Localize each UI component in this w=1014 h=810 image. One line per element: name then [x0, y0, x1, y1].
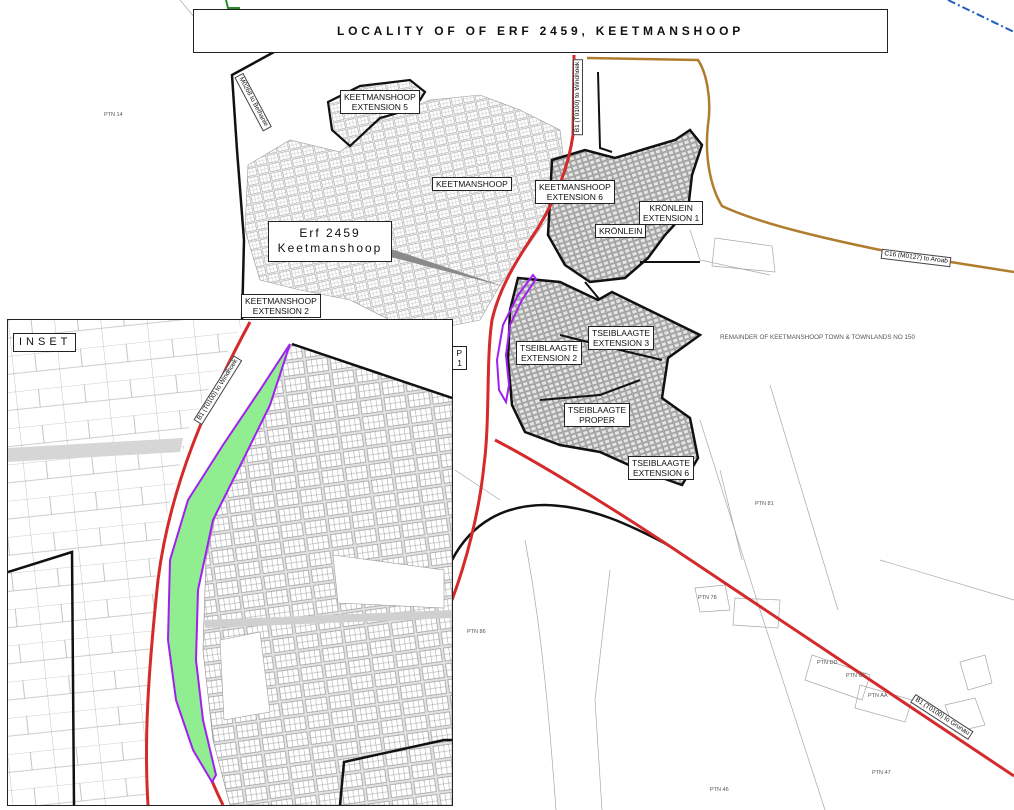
label-keetmanshoop-extension-2: KEETMANSHOOP EXTENSION 2 [241, 294, 321, 318]
label-tseiblaagte-proper: TSEIBLAAGTE PROPER [564, 403, 631, 427]
label-line: EXTENSION 2 [520, 353, 578, 363]
label-line: P [456, 348, 462, 358]
label-keetmanshoop: KEETMANSHOOP [432, 177, 512, 191]
portion-label-remainder: REMAINDER OF KEETMANSHOOP TOWN & TOWNLAN… [720, 334, 916, 341]
inset-boundaries [8, 342, 452, 805]
inset-parcels-area [8, 320, 244, 805]
portion-label: PTN 46 [710, 787, 729, 793]
portion-label: PTN 78 [698, 595, 717, 601]
label-kronlein-extension-1: KRÖNLEIN EXTENSION 1 [639, 201, 704, 225]
road-c16-aroab [586, 56, 1014, 274]
label-line: TSEIBLAAGTE [568, 405, 627, 415]
map-title: LOCALITY OF OF ERF 2459, KEETMANSHOOP [193, 9, 888, 53]
minor-boundary-green [225, 0, 240, 9]
portion-label: PTN 47 [872, 770, 891, 776]
label-line: KRÖNLEIN [599, 226, 643, 236]
inset-open-space [332, 554, 445, 609]
label-line: KEETMANSHOOP [436, 179, 508, 189]
inset-erf-2459-polygon [166, 343, 291, 784]
portion-label: PTN AA [868, 693, 888, 699]
label-line: EXTENSION 2 [252, 306, 309, 316]
label-tseiblaagte-extension-6: TSEIBLAAGTE EXTENSION 6 [628, 456, 695, 480]
label-line: KEETMANSHOOP [539, 182, 611, 192]
inset-map-drawing [8, 320, 452, 805]
road-b1-grunau [494, 438, 1014, 778]
erf-2459-outline [495, 273, 538, 405]
callout-town: Keetmanshoop [277, 241, 383, 255]
portion-label: PTN 14 [104, 112, 123, 118]
inset-title: INSET [13, 333, 77, 352]
label-tseiblaagte-extension-2: TSEIBLAAGTE EXTENSION 2 [516, 341, 583, 365]
callout-erf-number: Erf 2459 [299, 226, 361, 240]
inset-open-space [219, 631, 271, 721]
label-line: KEETMANSHOOP [344, 92, 416, 102]
label-line: KRÖNLEIN [649, 203, 693, 213]
label-line: EXTENSION 3 [592, 338, 650, 348]
callout-leader [391, 249, 506, 287]
label-line: PROPER [579, 415, 615, 425]
label-line: TSEIBLAAGTE [592, 328, 651, 338]
label-line: EXTENSION 6 [546, 192, 603, 202]
inset-map: INSET B1 (T0100) to Windhoek [7, 319, 453, 806]
road-label-b1-windhoek: B1 (T0100) to Windhoek [573, 58, 583, 136]
label-line: TSEIBLAAGTE [632, 458, 691, 468]
portion-label: PTN DD [817, 660, 838, 666]
label-keetmanshoop-extension-6: KEETMANSHOOP EXTENSION 6 [535, 180, 615, 204]
portion-label: PTN 81 [755, 501, 774, 507]
label-line: KEETMANSHOOP [245, 296, 317, 306]
label-kronlein: KRÖNLEIN [595, 224, 647, 238]
district-boundary-dashed [947, 0, 1014, 33]
erf-2459-callout: Erf 2459 Keetmanshoop [268, 221, 392, 262]
label-line: 1 [457, 358, 462, 368]
label-line: TSEIBLAAGTE [520, 343, 579, 353]
label-line: EXTENSION 1 [643, 213, 700, 223]
label-line: EXTENSION 5 [351, 102, 408, 112]
portion-label: PTN CC [846, 673, 867, 679]
portion-label: PTN 86 [467, 629, 486, 635]
label-keetmanshoop-extension-5: KEETMANSHOOP EXTENSION 5 [340, 90, 420, 114]
label-tseiblaagte-extension-3: TSEIBLAAGTE EXTENSION 3 [588, 326, 655, 350]
inset-street-band [8, 438, 183, 462]
inset-street-band [204, 610, 452, 628]
label-line: EXTENSION 6 [632, 468, 690, 478]
township-internal-boundaries [539, 71, 700, 401]
cadastral-lines [179, 0, 1014, 810]
